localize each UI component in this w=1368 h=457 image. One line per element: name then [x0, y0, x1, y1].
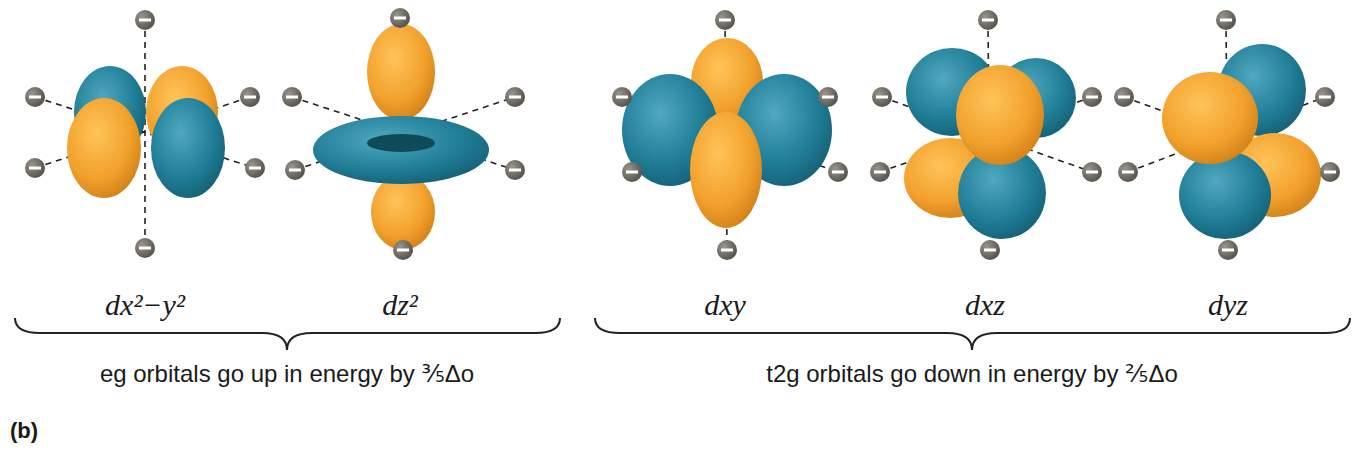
minus-sign: [286, 96, 298, 99]
minus-sign: [1086, 171, 1098, 174]
ligand-ball: [245, 158, 265, 178]
ligand-ball: [390, 8, 410, 28]
ligand-ball: [1118, 162, 1138, 182]
minus-sign: [1319, 96, 1331, 99]
axis-lines: [35, 18, 1330, 250]
minus-sign: [1086, 96, 1098, 99]
ligand-ball: [1082, 162, 1102, 182]
dyz-orbital: [1162, 44, 1321, 239]
group-brace: [15, 318, 1350, 350]
minus-sign: [626, 171, 638, 174]
ligand-charges: [25, 8, 1340, 260]
minus-sign: [1324, 171, 1336, 174]
minus-sign: [1118, 96, 1130, 99]
minus-sign: [616, 96, 628, 99]
minus-sign: [249, 167, 261, 170]
ligand-ball: [135, 10, 155, 30]
dz2-orbital: [313, 24, 489, 250]
ligand-ball: [285, 160, 305, 180]
ligand-ball: [870, 162, 890, 182]
ligand-ball: [818, 87, 838, 107]
minus-sign: [29, 96, 41, 99]
minus-sign: [244, 96, 256, 99]
orbital-label: dz²: [382, 288, 418, 322]
minus-sign: [822, 96, 834, 99]
ligand-ball: [1114, 87, 1134, 107]
orbital-label: dyz: [1208, 288, 1248, 322]
minus-sign: [394, 17, 406, 20]
minus-sign: [876, 96, 888, 99]
ligand-ball: [612, 87, 632, 107]
ligand-ball: [282, 87, 302, 107]
ligand-ball: [715, 10, 735, 30]
ligand-ball: [828, 162, 848, 182]
ligand-ball: [978, 10, 998, 30]
minus-sign: [719, 19, 731, 22]
ligand-ball: [1320, 162, 1340, 182]
minus-sign: [509, 169, 521, 172]
minus-sign: [509, 96, 521, 99]
orbital-label: dxy: [704, 288, 746, 322]
ligand-ball: [622, 162, 642, 182]
ligand-ball: [1216, 10, 1236, 30]
dx2y2-orbital: [67, 66, 225, 198]
minus-sign: [139, 19, 151, 22]
minus-sign: [289, 169, 301, 172]
panel-tag: (b): [10, 418, 38, 444]
minus-sign: [874, 171, 886, 174]
minus-sign: [1122, 171, 1134, 174]
orbital-label: dxz: [965, 288, 1005, 322]
ligand-ball: [1218, 240, 1238, 260]
ligand-ball: [25, 158, 45, 178]
ligand-ball: [240, 87, 260, 107]
orbital-label: dx²−y²: [105, 288, 185, 322]
ligand-ball: [1315, 87, 1335, 107]
ligand-ball: [717, 240, 737, 260]
ligand-ball: [1082, 87, 1102, 107]
minus-sign: [984, 249, 996, 252]
ligand-ball: [25, 87, 45, 107]
ligand-ball: [980, 240, 1000, 260]
group-caption: eg orbitals go up in energy by ⅗Δo: [100, 360, 474, 388]
ligand-ball: [505, 87, 525, 107]
ligand-ball: [505, 160, 525, 180]
minus-sign: [139, 247, 151, 250]
minus-sign: [1220, 19, 1232, 22]
minus-sign: [1222, 249, 1234, 252]
group-caption: t2g orbitals go down in energy by ⅖Δo: [766, 360, 1178, 388]
minus-sign: [397, 249, 409, 252]
minus-sign: [29, 167, 41, 170]
dxz-orbital: [904, 48, 1076, 239]
minus-sign: [721, 249, 733, 252]
ligand-ball: [393, 240, 413, 260]
minus-sign: [832, 171, 844, 174]
ligand-ball: [135, 238, 155, 258]
dxy-orbital: [622, 38, 832, 228]
ligand-ball: [872, 87, 892, 107]
minus-sign: [982, 19, 994, 22]
